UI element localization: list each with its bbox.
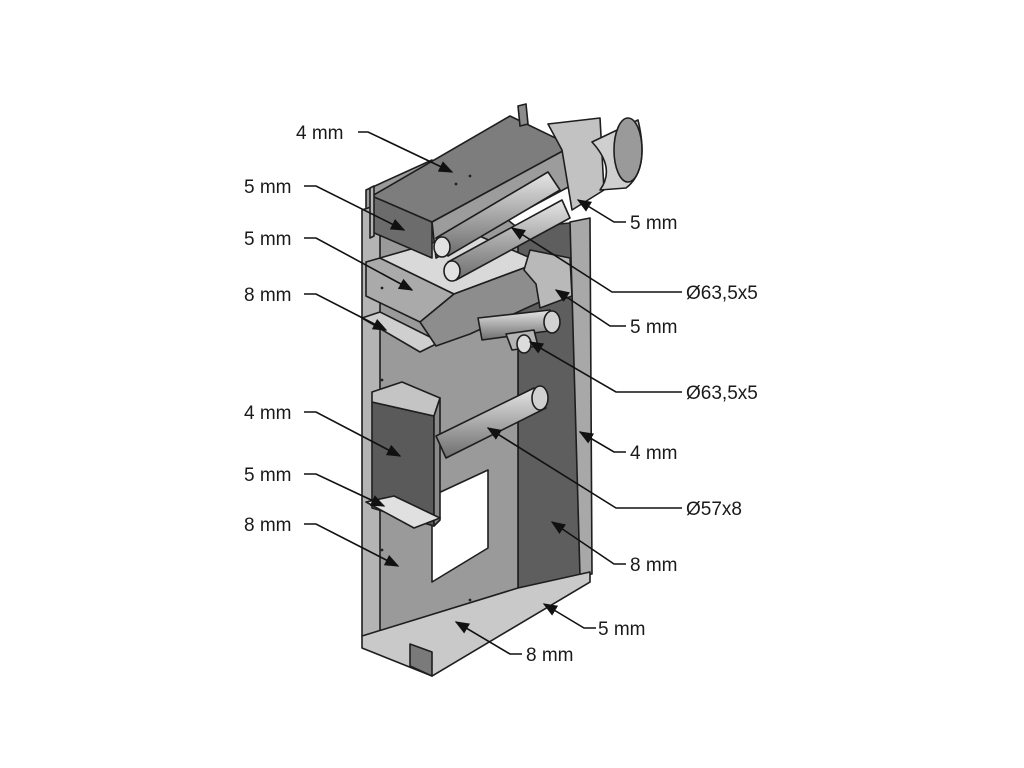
leader-l2 <box>304 185 406 231</box>
label-l6: 5 mm <box>244 465 292 486</box>
middle-pipe-end <box>543 310 561 334</box>
label-l3: 5 mm <box>244 229 292 250</box>
label-r3: 5 mm <box>630 317 678 338</box>
label-l2: 5 mm <box>244 177 292 198</box>
label-r1: 5 mm <box>630 213 678 234</box>
leader-r2 <box>510 227 682 293</box>
label-l4: 8 mm <box>244 285 292 306</box>
leader-r8 <box>542 603 596 629</box>
label-r6: Ø57x8 <box>686 499 742 520</box>
leader-r6 <box>486 427 682 509</box>
label-r9: 8 mm <box>526 645 574 666</box>
leader-r4 <box>528 341 682 393</box>
lower-pipe <box>435 387 547 459</box>
top-box-flange <box>369 185 375 239</box>
cleaning-opening <box>431 469 489 583</box>
leader-lines <box>304 131 682 655</box>
lower-pipe-end <box>531 385 549 411</box>
right-edge-strip <box>569 217 593 577</box>
flue-collar-opening <box>613 117 643 183</box>
label-r4: Ø63,5x5 <box>686 383 758 404</box>
leader-l1 <box>358 131 454 173</box>
leader-r7 <box>550 521 626 565</box>
upper-pipe-1-end <box>433 236 451 258</box>
leader-r1 <box>576 199 626 223</box>
label-l7: 8 mm <box>244 515 292 536</box>
leader-r9 <box>454 621 522 655</box>
leader-l6 <box>304 473 386 507</box>
leader-l7 <box>304 523 400 567</box>
label-l5: 4 mm <box>244 403 292 424</box>
bottom-floor-front <box>409 643 433 677</box>
label-r7: 8 mm <box>630 555 678 576</box>
leader-l4 <box>304 293 388 331</box>
lower-door-side <box>433 397 441 527</box>
leader-r3 <box>554 289 626 327</box>
middle-pipe-stub-end <box>516 334 532 354</box>
label-r8: 5 mm <box>598 619 646 640</box>
boiler-body <box>361 103 643 677</box>
detail-marks <box>380 174 472 602</box>
dimension-labels: 4 mm 5 mm 5 mm 8 mm 4 mm 5 mm 8 mm 5 mm … <box>244 123 758 666</box>
upper-pipe-2-end <box>443 260 461 282</box>
leader-l3 <box>304 237 414 291</box>
label-l1: 4 mm <box>296 123 344 144</box>
top-stub <box>517 103 529 127</box>
label-r2: Ø63,5x5 <box>686 283 758 304</box>
label-r5: 4 mm <box>630 443 678 464</box>
leader-r5 <box>578 431 626 453</box>
leader-l5 <box>304 411 402 457</box>
